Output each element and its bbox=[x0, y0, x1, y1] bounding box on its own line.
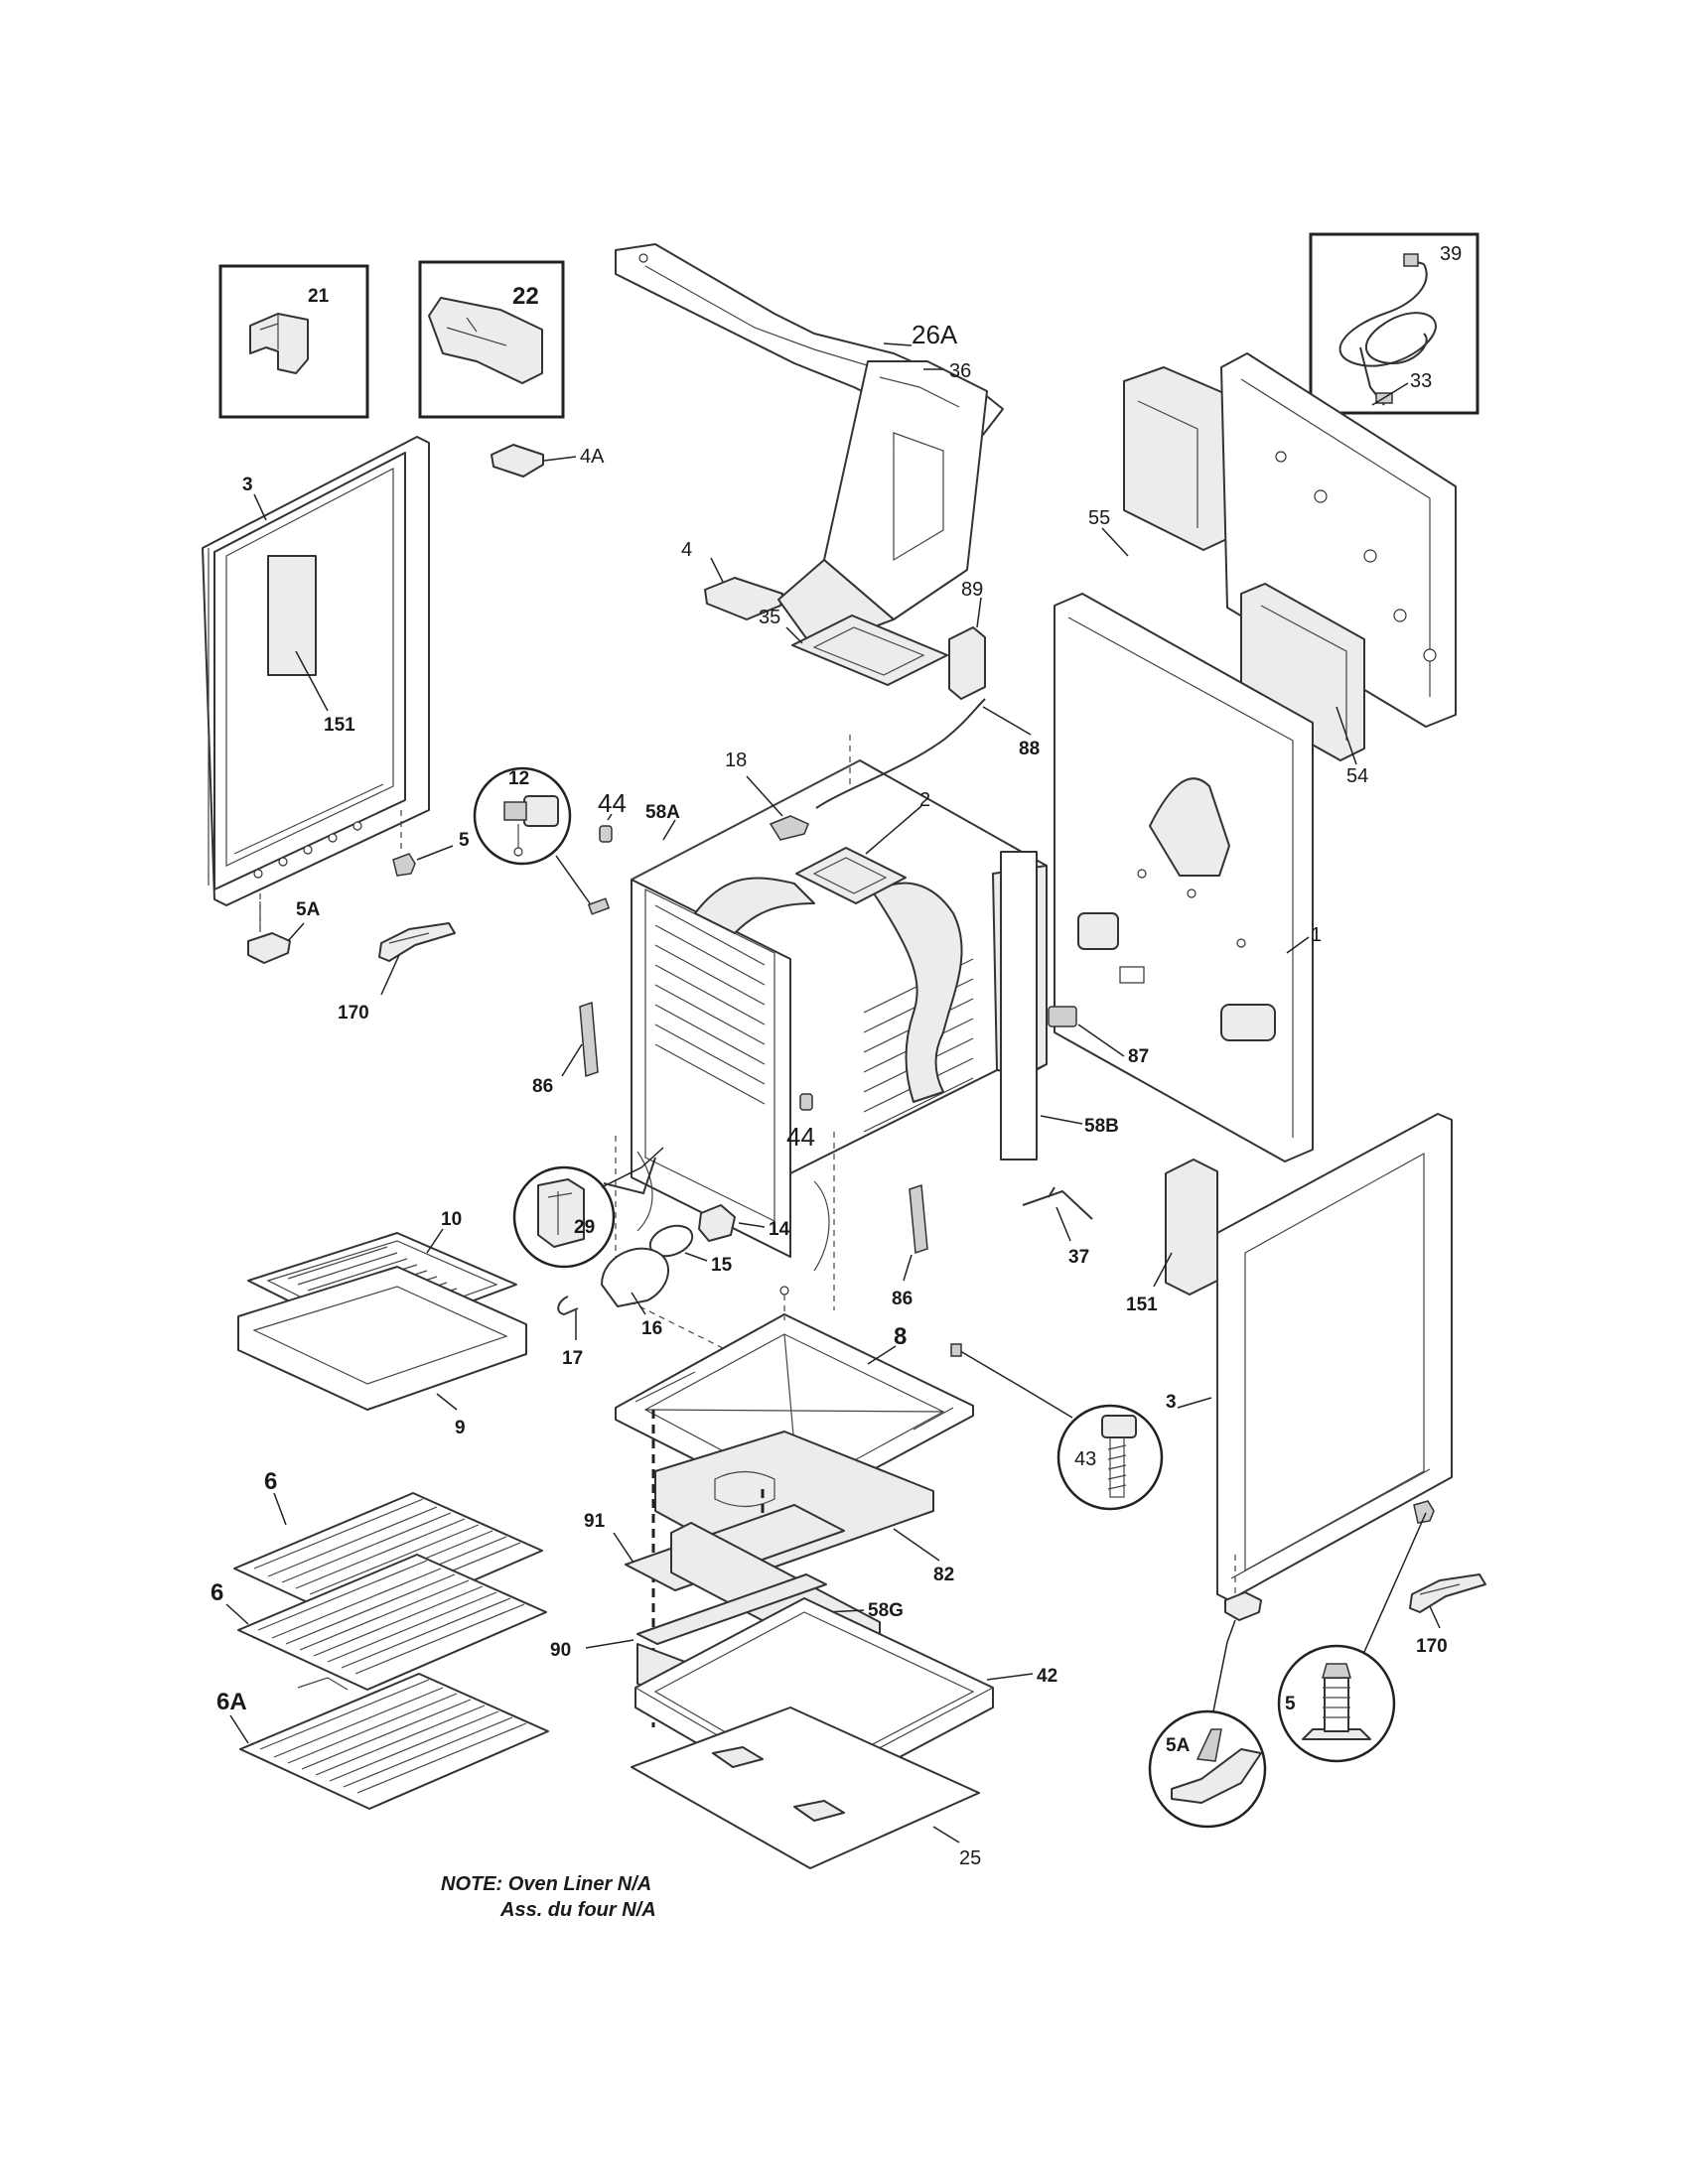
label-5-left: 5 bbox=[459, 830, 470, 851]
label-15: 15 bbox=[711, 1255, 733, 1276]
label-26A: 26A bbox=[912, 320, 958, 349]
part-12-callout: 12 bbox=[473, 766, 611, 915]
label-54: 54 bbox=[1346, 765, 1368, 787]
part-5A-left: 5A bbox=[247, 893, 321, 964]
part-5A-right-callout: 5A bbox=[1148, 1619, 1267, 1829]
note-line-1: NOTE: Oven Liner N/A bbox=[441, 1873, 651, 1895]
note-line-2: Ass. du four N/A bbox=[499, 1899, 656, 1921]
label-2: 2 bbox=[919, 789, 930, 811]
part-39-box: 39 bbox=[1309, 232, 1479, 415]
part-6-rack-mid: 6 bbox=[211, 1554, 547, 1691]
label-12: 12 bbox=[508, 768, 529, 789]
part-16-lens: 16 bbox=[601, 1247, 670, 1339]
part-170-right: 170 bbox=[1409, 1573, 1486, 1657]
label-86-right: 86 bbox=[892, 1289, 913, 1309]
label-6-mid: 6 bbox=[211, 1579, 223, 1606]
label-5A-right: 5A bbox=[1166, 1735, 1191, 1756]
part-58A-oven-cavity: 2 58A bbox=[615, 759, 1048, 1405]
label-3-right: 3 bbox=[1166, 1392, 1177, 1413]
label-9: 9 bbox=[455, 1418, 466, 1438]
label-29: 29 bbox=[574, 1217, 595, 1238]
part-87: 87 bbox=[1048, 1006, 1149, 1067]
part-17-clip: 17 bbox=[557, 1296, 583, 1369]
label-3-left: 3 bbox=[242, 475, 253, 495]
label-36: 36 bbox=[949, 360, 971, 382]
part-5-left: 5 bbox=[392, 810, 470, 877]
part-25-bottom-cover: 25 bbox=[631, 1706, 981, 1869]
label-25: 25 bbox=[959, 1847, 981, 1869]
label-5A-left: 5A bbox=[296, 899, 321, 920]
part-43-screw-callout: 43 bbox=[950, 1343, 1164, 1511]
part-35: 35 bbox=[759, 607, 948, 686]
part-170-left: 170 bbox=[338, 922, 456, 1024]
label-6A: 6A bbox=[216, 1689, 247, 1715]
wire-29 bbox=[603, 1157, 656, 1195]
part-44-top: 44 bbox=[598, 788, 627, 843]
label-37: 37 bbox=[1068, 1247, 1089, 1268]
label-89: 89 bbox=[961, 579, 983, 601]
part-3-right-side-panel: 3 bbox=[1166, 1113, 1453, 1601]
label-33: 33 bbox=[1410, 370, 1432, 392]
label-151-right: 151 bbox=[1126, 1295, 1158, 1315]
part-4: 4 bbox=[681, 539, 783, 620]
label-170-right: 170 bbox=[1416, 1636, 1448, 1657]
label-1: 1 bbox=[1311, 924, 1322, 946]
label-4A: 4A bbox=[580, 446, 605, 468]
part-58B-oven-side: 58B bbox=[1000, 851, 1119, 1160]
label-21: 21 bbox=[308, 286, 330, 307]
label-10: 10 bbox=[441, 1209, 462, 1230]
part-86-left: 86 bbox=[532, 1001, 599, 1097]
label-58B: 58B bbox=[1084, 1116, 1119, 1137]
label-44-bottom: 44 bbox=[786, 1122, 815, 1152]
label-43: 43 bbox=[1074, 1448, 1096, 1470]
part-29-callout: 29 bbox=[512, 1147, 664, 1269]
label-5-right: 5 bbox=[1285, 1694, 1296, 1714]
label-39: 39 bbox=[1440, 243, 1462, 265]
part-86-right: 86 bbox=[892, 1183, 928, 1309]
part-55: 55 bbox=[1088, 366, 1234, 557]
label-82: 82 bbox=[933, 1565, 954, 1585]
part-18: 18 bbox=[725, 750, 809, 841]
label-6-top: 6 bbox=[264, 1468, 277, 1495]
wire-88 bbox=[815, 698, 986, 809]
label-44-top: 44 bbox=[598, 788, 627, 818]
label-16: 16 bbox=[641, 1318, 662, 1339]
label-8: 8 bbox=[894, 1323, 907, 1350]
part-21-box: 21 bbox=[218, 264, 369, 419]
label-151-left: 151 bbox=[324, 715, 355, 736]
part-37: 37 bbox=[1022, 1186, 1093, 1268]
label-58G: 58G bbox=[868, 1600, 904, 1621]
label-42: 42 bbox=[1037, 1666, 1057, 1687]
label-170-left: 170 bbox=[338, 1003, 369, 1024]
label-58A: 58A bbox=[645, 802, 680, 823]
label-18: 18 bbox=[725, 750, 747, 771]
label-14: 14 bbox=[769, 1219, 790, 1240]
label-4: 4 bbox=[681, 539, 692, 561]
part-15-bulb: 15 bbox=[648, 1224, 733, 1276]
label-90: 90 bbox=[550, 1640, 571, 1661]
part-5A-right-small bbox=[1224, 1555, 1262, 1621]
label-86-left: 86 bbox=[532, 1076, 553, 1097]
part-22-box: 22 bbox=[418, 260, 565, 419]
part-3-left-side-panel: 3 151 bbox=[202, 436, 430, 906]
part-44-bottom: 44 bbox=[786, 1093, 815, 1152]
part-36-duct: 36 bbox=[777, 360, 988, 650]
part-6A-rack-bottom: 6A bbox=[216, 1673, 549, 1810]
part-5-right-callout: 5 bbox=[1277, 1512, 1427, 1763]
label-88: 88 bbox=[1019, 739, 1040, 759]
label-17: 17 bbox=[562, 1348, 583, 1369]
part-5-right-small bbox=[1413, 1500, 1435, 1524]
label-55: 55 bbox=[1088, 507, 1110, 529]
part-89: 89 bbox=[948, 579, 986, 700]
part-4A: 4A bbox=[491, 444, 605, 478]
label-22: 22 bbox=[512, 283, 539, 310]
part-9-broiler-pan: 9 bbox=[237, 1266, 527, 1438]
label-91: 91 bbox=[584, 1511, 606, 1532]
part-1-back-panel: 1 bbox=[1054, 593, 1322, 1162]
part-14-light-socket: 14 bbox=[698, 1204, 790, 1242]
label-35: 35 bbox=[759, 607, 780, 628]
part-151-right: 151 bbox=[1126, 1159, 1218, 1315]
label-87: 87 bbox=[1128, 1046, 1149, 1067]
